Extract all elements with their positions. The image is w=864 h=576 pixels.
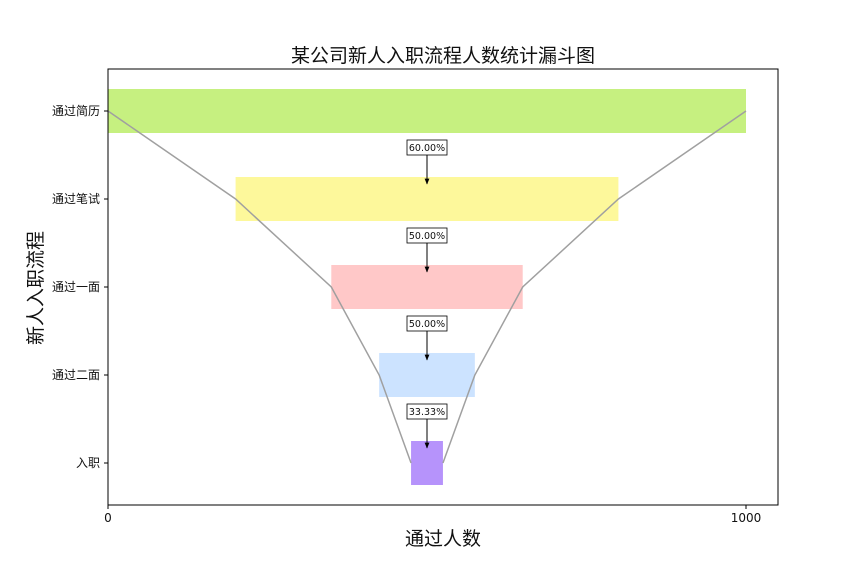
conversion-label: 60.00% (409, 143, 445, 154)
x-tick-label: 1000 (731, 511, 762, 525)
chart-title: 某公司新人入职流程人数统计漏斗图 (291, 45, 595, 67)
x-tick-label: 0 (104, 511, 112, 525)
conversion-label: 50.00% (409, 231, 445, 242)
funnel-bar (108, 89, 746, 133)
y-tick-label: 通过笔试 (52, 191, 100, 206)
x-axis-label: 通过人数 (405, 528, 481, 550)
conversion-label: 33.33% (409, 407, 445, 418)
y-tick-label: 通过一面 (52, 280, 100, 294)
funnel-outline-left (107, 110, 412, 464)
funnel-outline-right (442, 110, 747, 464)
y-tick-label: 入职 (76, 456, 100, 470)
y-tick-label: 通过二面 (52, 368, 100, 382)
conversion-label: 50.00% (409, 319, 445, 330)
y-axis-label: 新人入职流程 (25, 231, 47, 345)
y-tick-label: 通过简历 (52, 104, 100, 118)
plot-area: 60.00% 50.00% 50.00% 33.33% 通过简历通过笔试通过一面通过二面… (52, 68, 779, 525)
